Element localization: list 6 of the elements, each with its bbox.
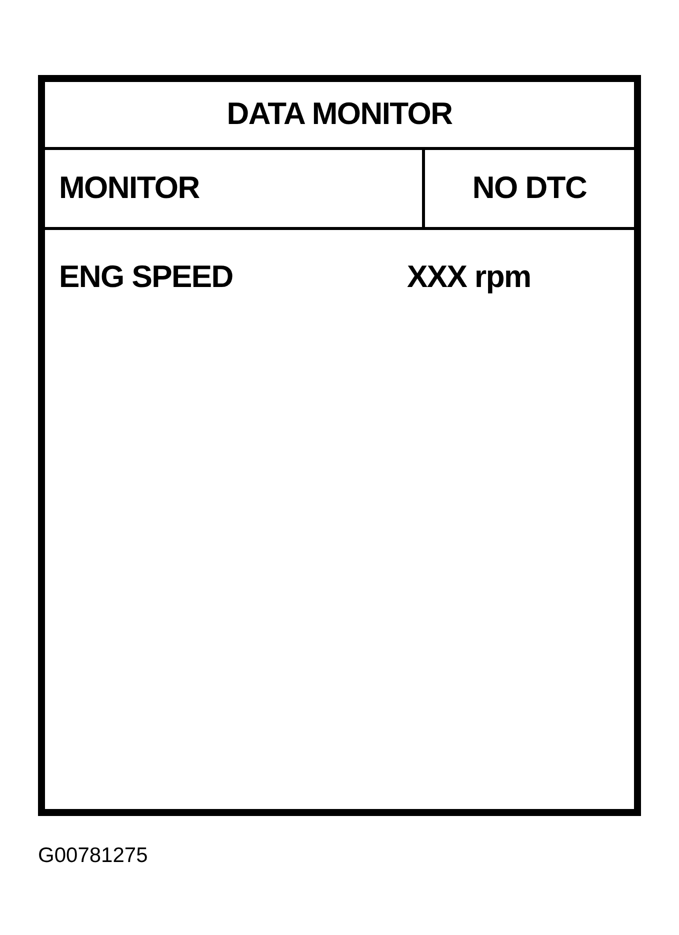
parameter-name: ENG SPEED — [59, 258, 233, 296]
screen-title: DATA MONITOR — [226, 95, 452, 134]
mode-label: MONITOR — [59, 169, 200, 208]
parameter-value: XXX rpm — [407, 258, 531, 296]
figure-code: G00781275 — [38, 843, 148, 869]
status-label: NO DTC — [472, 169, 587, 208]
